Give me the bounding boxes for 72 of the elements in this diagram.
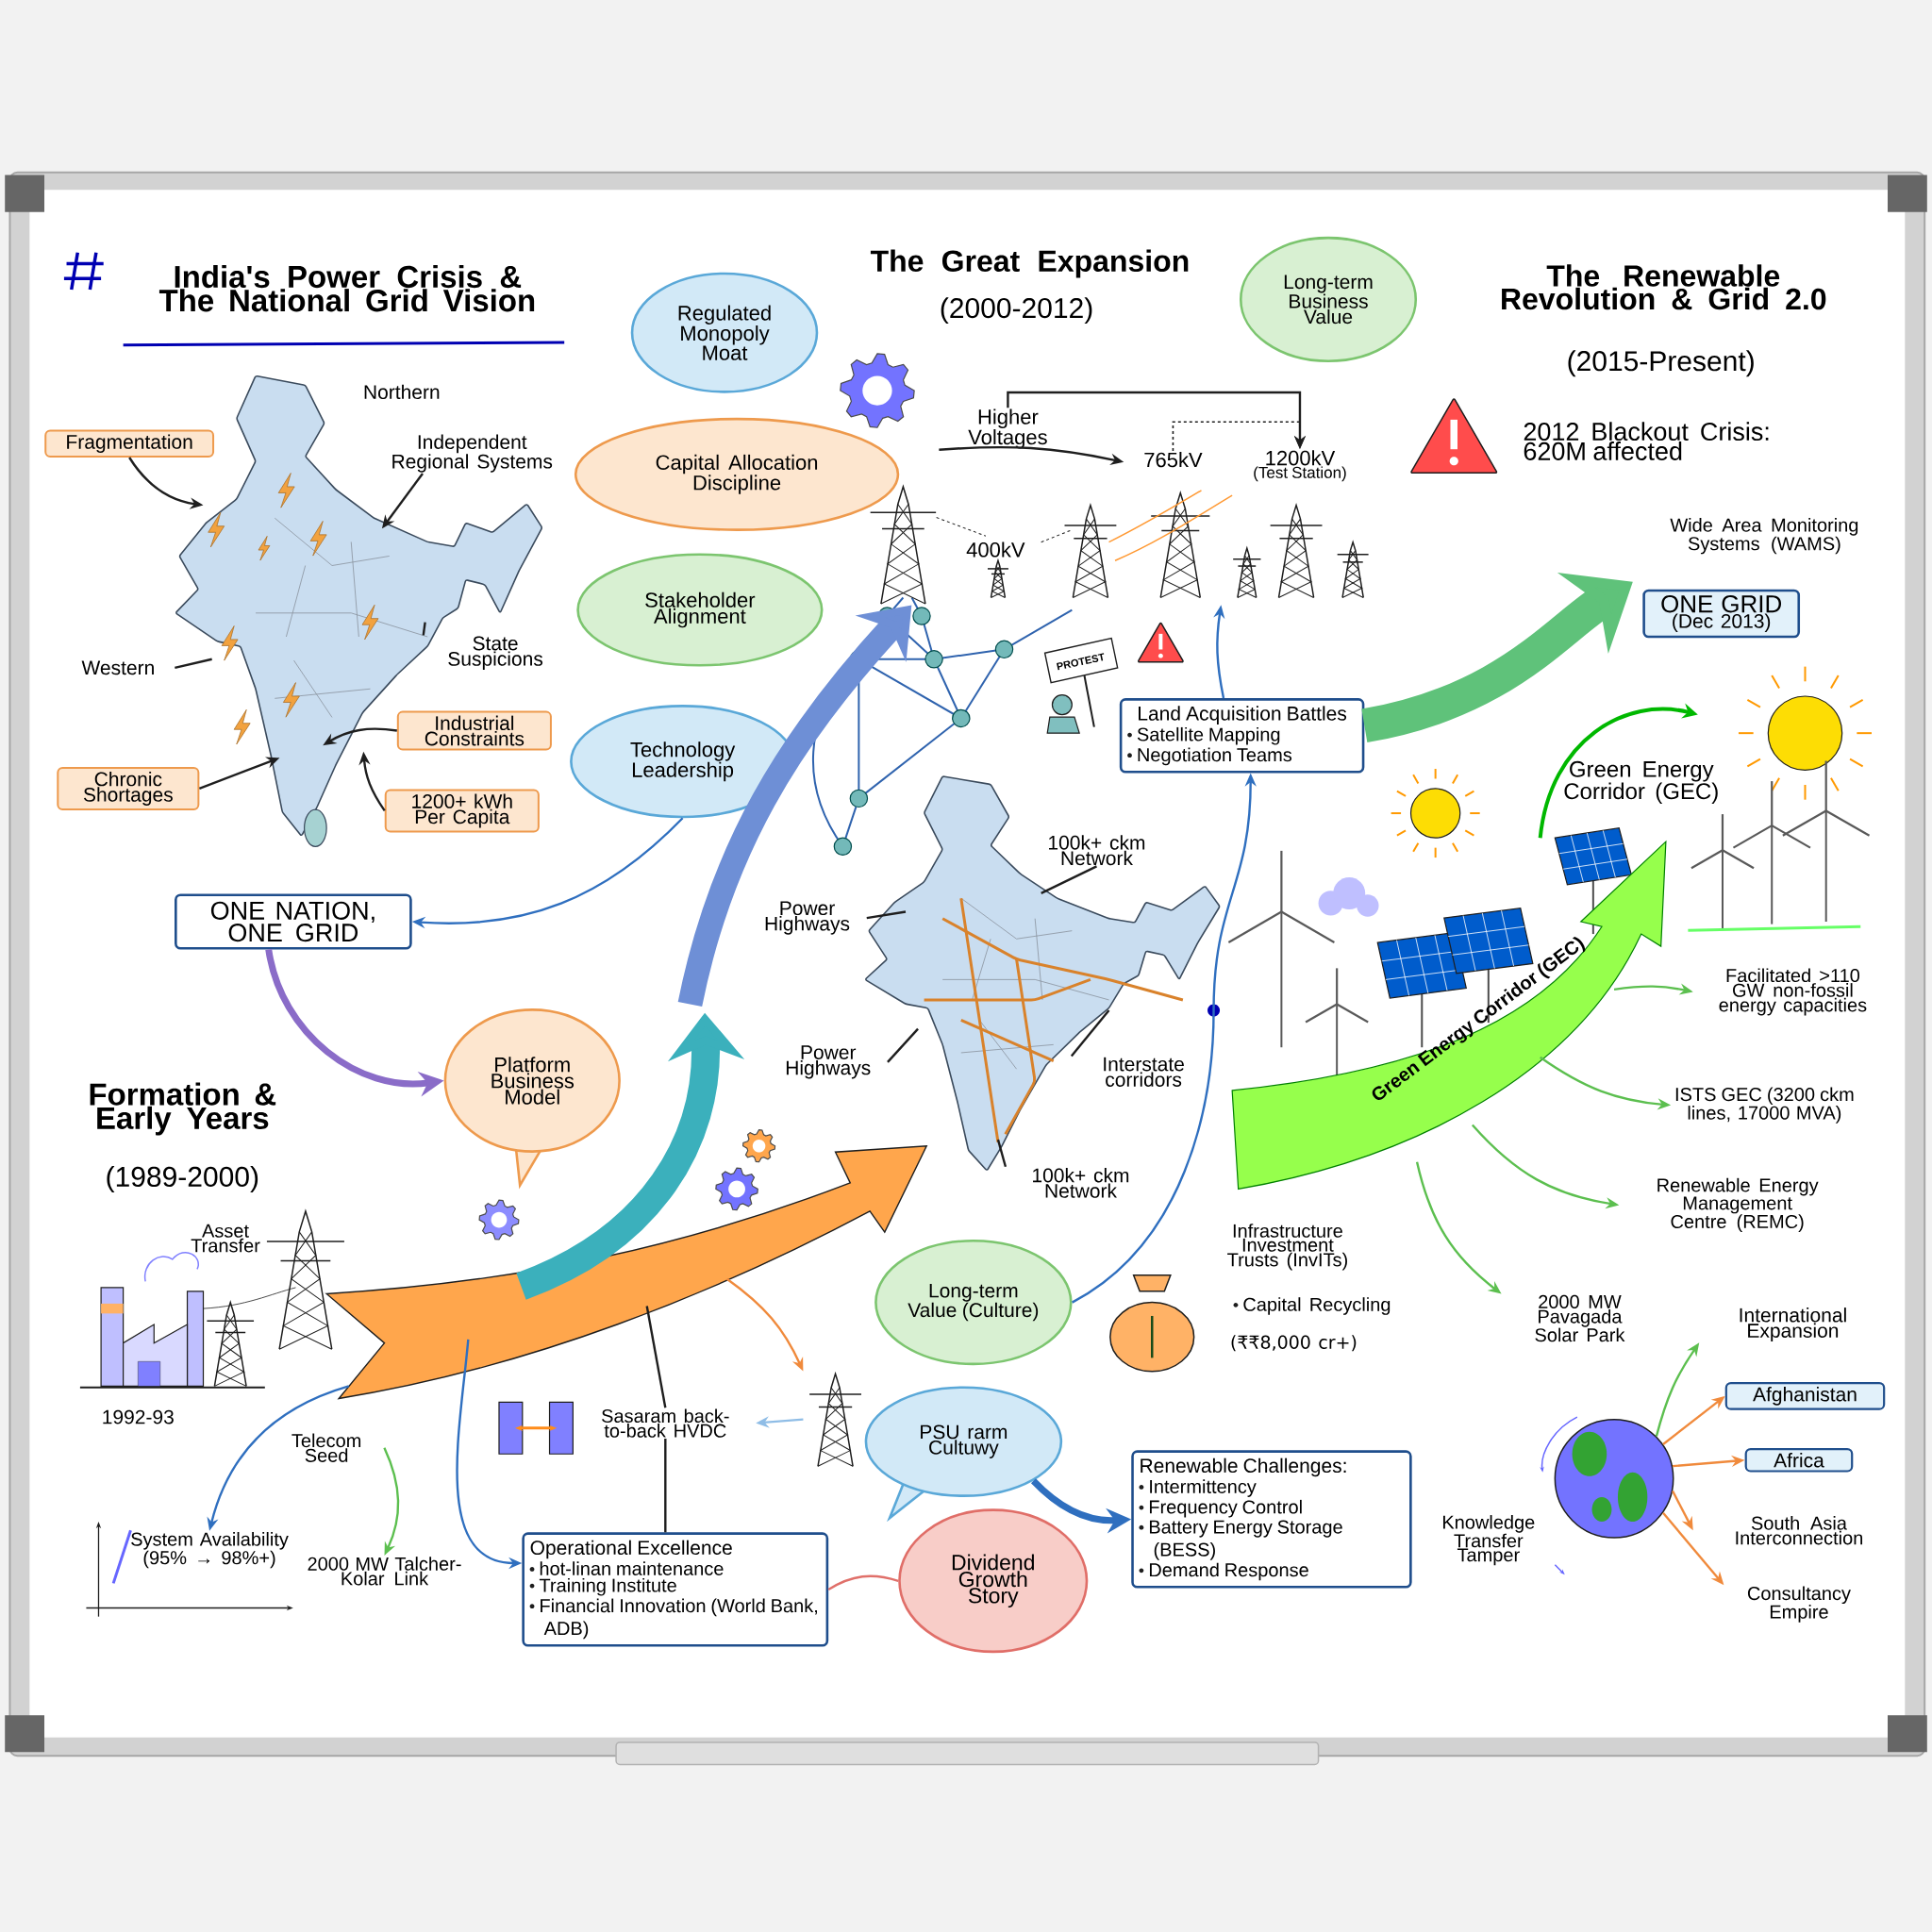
annotation-text: Green Energy Corridor (GEC) xyxy=(1564,760,1718,804)
text-box: ONE NATION, ONE GRID xyxy=(175,893,412,950)
annotation-text: Power Highways xyxy=(765,901,850,935)
label-box: Industrial Constraints xyxy=(396,710,552,751)
alert-text: 2012 Blackout Crisis: 620M affected xyxy=(1524,422,1769,460)
annotation-text: Northern xyxy=(364,384,440,400)
section-heading: The Great Expansion xyxy=(870,249,1189,278)
text-box: ONE GRID (Dec 2013) xyxy=(1642,589,1801,639)
leader-line xyxy=(645,1306,667,1408)
annotation-text: 1992-93 xyxy=(103,1409,174,1424)
annotation-text: Higher Voltages xyxy=(968,408,1047,449)
annotation-text: International Expansion xyxy=(1740,1307,1846,1342)
country-box: Africa xyxy=(1744,1447,1854,1473)
leader-line xyxy=(887,1027,919,1063)
oval-bubble: Long-term Business Value xyxy=(1240,236,1418,362)
section-heading: Formation & Early Years xyxy=(90,1082,276,1136)
section-heading: The Renewable Revolution & Grid 2.0 xyxy=(1502,264,1826,310)
annotation-text: South Asia Interconnection xyxy=(1736,1516,1862,1545)
annotation-text: Independent Regional Systems xyxy=(392,434,553,473)
bullet-text: Capital Recycling xyxy=(1233,1297,1391,1315)
annotation-text: Power Highways xyxy=(786,1045,871,1079)
annotation-text: Wide Area Monitoring Systems (WAMS) xyxy=(1670,518,1858,555)
annotation-text: (₹₹8,000 cr+) xyxy=(1231,1335,1357,1352)
annotation-text: Interstate corridors xyxy=(1104,1057,1184,1087)
globe-icon xyxy=(1554,1418,1674,1539)
annotation-text: ISTS GEC (3200 ckm lines, 17000 MVA) xyxy=(1675,1087,1854,1124)
annotation-text: Sasaram back-to-back HVDC xyxy=(602,1408,729,1438)
annotation-text: Western xyxy=(81,660,154,675)
leader-line xyxy=(422,622,426,636)
annotation-text: Infrastructure Investment Trusts (InvITs) xyxy=(1227,1224,1347,1271)
section-heading: (1989-2000) xyxy=(107,1166,258,1192)
annotation-text: Consultancy Empire xyxy=(1747,1586,1851,1623)
annotation-text: 100k+ ckm Network xyxy=(1033,1168,1129,1198)
leader-line xyxy=(664,1439,667,1533)
list-box: Operational Excellence hot-linan maintenance Training Institute Financial Innovation (World Bank, ADB) xyxy=(522,1532,829,1647)
title: India's Power Crisis & The National Grid Vision xyxy=(158,264,535,312)
leader-line xyxy=(866,910,907,920)
annotation-text: Knowledge Transfer Tamper xyxy=(1443,1515,1535,1566)
annotation-text: 2000 MW Pavagada Solar Park xyxy=(1535,1294,1625,1342)
leader-line xyxy=(996,1139,1008,1168)
oval-bubble: Long-term Value (Culture) xyxy=(874,1240,1073,1366)
annotation-text: 400kV xyxy=(966,541,1025,558)
annotation-text: Facilitated >110 GW non-fossil energy capacities xyxy=(1719,968,1867,1016)
transmission-towers-drawing xyxy=(869,484,1370,605)
label-box: 1200+ kWh Per Capita xyxy=(384,789,540,833)
oval-bubble: Capital Allocation Discipline xyxy=(574,417,900,531)
oval-bubble: Dividend Growth Story xyxy=(898,1508,1089,1654)
annotation-text: System Availability (95% → 98%+) xyxy=(131,1532,289,1569)
label-box: Chronic Shortages xyxy=(57,766,200,810)
arrow xyxy=(1172,421,1307,452)
annotation-text: 100k+ ckm Network xyxy=(1049,835,1145,866)
tower-icon xyxy=(808,1371,862,1468)
list-box: Renewable Challenges: Intermittency Frequency Control Battery Energy Storage (BESS) Demand Response xyxy=(1131,1450,1412,1589)
section-heading: (2015-Present) xyxy=(1568,350,1754,377)
list-box: Land Acquisition Battles Satellite Mapping Negotiation Teams xyxy=(1119,698,1365,774)
leader-line xyxy=(1041,865,1097,895)
annotation-text: State Suspicions xyxy=(448,636,543,670)
annotation-text: 2000 MW Talcher-Kolar Link xyxy=(308,1557,461,1586)
annotation-text: Asset Transfer xyxy=(191,1224,260,1253)
sign-text: PROTEST xyxy=(1057,653,1105,671)
leader-line xyxy=(1070,1009,1110,1058)
leader-line xyxy=(827,1574,899,1591)
label-box: Fragmentation xyxy=(44,429,215,458)
oval-bubble: Stakeholder Alignment xyxy=(576,553,824,667)
annotation-text: Telecom Seed xyxy=(291,1433,361,1462)
annotation-text: 1200kV (Test Station) xyxy=(1254,450,1346,482)
country-box: Afghanistan xyxy=(1724,1381,1886,1410)
leader-line xyxy=(175,658,212,670)
oval-bubble: Technology Leadership xyxy=(570,705,796,819)
annotation-text: 765kV xyxy=(1144,452,1203,468)
oval-bubble: Regulated Monopoly Moat xyxy=(630,272,819,393)
section-heading: (2000-2012) xyxy=(941,297,1092,325)
